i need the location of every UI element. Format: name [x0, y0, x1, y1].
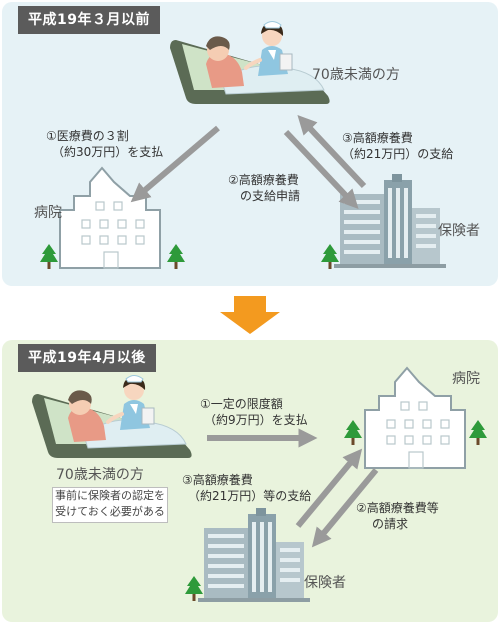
before-step2-line1: ②高額療養費 — [228, 173, 299, 187]
before-title: 平成19年３月以前 — [18, 6, 160, 34]
before-step1-line1: ①医療費の３割 — [46, 129, 129, 143]
tree-icon — [469, 420, 487, 445]
tree-icon — [344, 420, 362, 445]
before-step2-line2: の支給申請 — [240, 189, 301, 203]
after-title: 平成19年4月以後 — [18, 344, 156, 372]
after-arrow-payout — [295, 448, 363, 528]
before-step3-line1: ③高額療養費 — [342, 131, 413, 145]
after-patient-illustration — [30, 373, 194, 460]
tree-icon — [185, 576, 203, 601]
after-hospital-icon — [364, 367, 466, 469]
down-arrow-icon — [220, 296, 280, 334]
before-insurer-icon — [334, 174, 446, 268]
tree-icon — [40, 244, 58, 269]
after-step1-line2: （約9万円）を支払 — [204, 413, 308, 427]
before-arrow-pay — [130, 125, 220, 203]
before-step1-line2: （約30万円）を支払 — [52, 145, 164, 159]
after-certification-note: 事前に保険者の認定を 受けておく必要がある — [52, 487, 168, 523]
after-step3-line2: （約21万円）等の支給 — [188, 489, 312, 503]
after-step1-line1: ①一定の限度額 — [200, 397, 283, 411]
before-person-label: 70歳未満の方 — [312, 67, 400, 83]
before-arrow-apply — [283, 129, 359, 209]
before-hospital-icon — [59, 167, 161, 269]
after-step2-line2: の請求 — [372, 517, 409, 531]
after-person-label: 70歳未満の方 — [56, 467, 144, 483]
before-insurer-label: 保険者 — [438, 223, 480, 239]
before-hospital-label: 病院 — [34, 205, 62, 221]
after-arrow-request — [311, 468, 379, 548]
after-insurer-label: 保険者 — [304, 575, 346, 591]
after-note-line2: 受けておく必要がある — [55, 505, 165, 518]
before-patient-illustration — [168, 19, 332, 106]
before-step3-line2: （約21万円）の支給 — [342, 147, 454, 161]
after-step3-line1: ③高額療養費 — [182, 473, 253, 487]
after-insurer-icon — [198, 508, 310, 602]
after-hospital-label: 病院 — [452, 371, 480, 387]
tree-icon — [167, 244, 185, 269]
after-step2-line1: ②高額療養費等 — [356, 501, 439, 515]
after-note-line1: 事前に保険者の認定を — [55, 489, 165, 502]
before-arrow-payout — [297, 114, 367, 189]
